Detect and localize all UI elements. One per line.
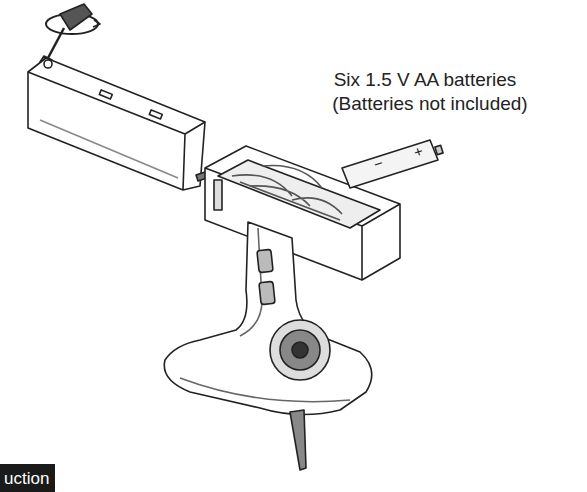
battery-note-label: (Batteries not included) xyxy=(332,94,527,115)
aa-battery xyxy=(342,140,443,188)
battery-count-label: Six 1.5 V AA batteries xyxy=(334,70,517,91)
section-tab: uction xyxy=(4,470,49,489)
handle xyxy=(164,222,371,470)
battery-cover xyxy=(28,58,210,190)
screwdriver xyxy=(40,4,100,66)
